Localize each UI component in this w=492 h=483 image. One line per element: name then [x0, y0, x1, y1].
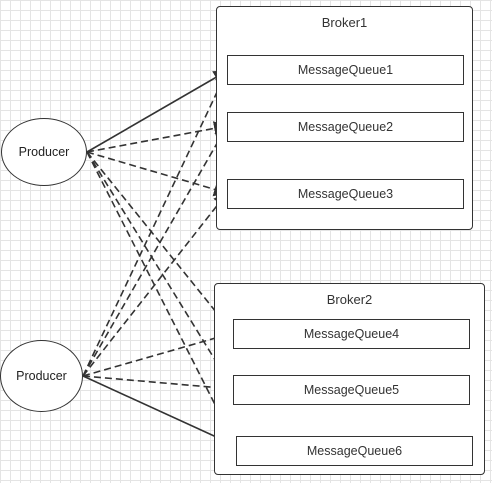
- edge-producer2-to-queue3: [82, 191, 228, 377]
- edge-producer1-to-queue3: [86, 151, 229, 197]
- message-queue-6-label: MessageQueue6: [306, 444, 403, 458]
- message-queue-1[interactable]: MessageQueue1: [227, 55, 464, 85]
- message-queue-4[interactable]: MessageQueue4: [233, 319, 470, 349]
- producer-1-label: Producer: [18, 145, 70, 159]
- broker1-title: Broker1: [321, 15, 368, 30]
- message-queue-6[interactable]: MessageQueue6: [236, 436, 473, 466]
- message-queue-2[interactable]: MessageQueue2: [227, 112, 464, 142]
- edge-producer2-to-queue4: [82, 329, 235, 377]
- message-queue-5[interactable]: MessageQueue5: [233, 375, 470, 405]
- edge-producer2-to-queue1: [82, 69, 228, 377]
- message-queue-5-label: MessageQueue5: [303, 383, 400, 397]
- producer-2[interactable]: Producer: [0, 340, 83, 412]
- message-queue-1-label: MessageQueue1: [297, 63, 394, 77]
- edge-producer1-to-queue1: [86, 70, 229, 153]
- message-queue-4-label: MessageQueue4: [303, 327, 400, 341]
- producer-1[interactable]: Producer: [1, 118, 87, 186]
- edge-producer2-to-queue6: [82, 375, 238, 448]
- message-queue-3-label: MessageQueue3: [297, 187, 394, 201]
- producer-2-label: Producer: [16, 369, 67, 383]
- message-queue-3[interactable]: MessageQueue3: [227, 179, 464, 209]
- edge-producer2-to-queue2: [82, 124, 228, 377]
- edge-producer1-to-queue5: [86, 151, 234, 391]
- broker2-title: Broker2: [326, 292, 373, 307]
- message-queue-2-label: MessageQueue2: [297, 120, 394, 134]
- edge-producer1-to-queue2: [86, 121, 229, 153]
- edge-producer2-to-queue5: [82, 375, 235, 396]
